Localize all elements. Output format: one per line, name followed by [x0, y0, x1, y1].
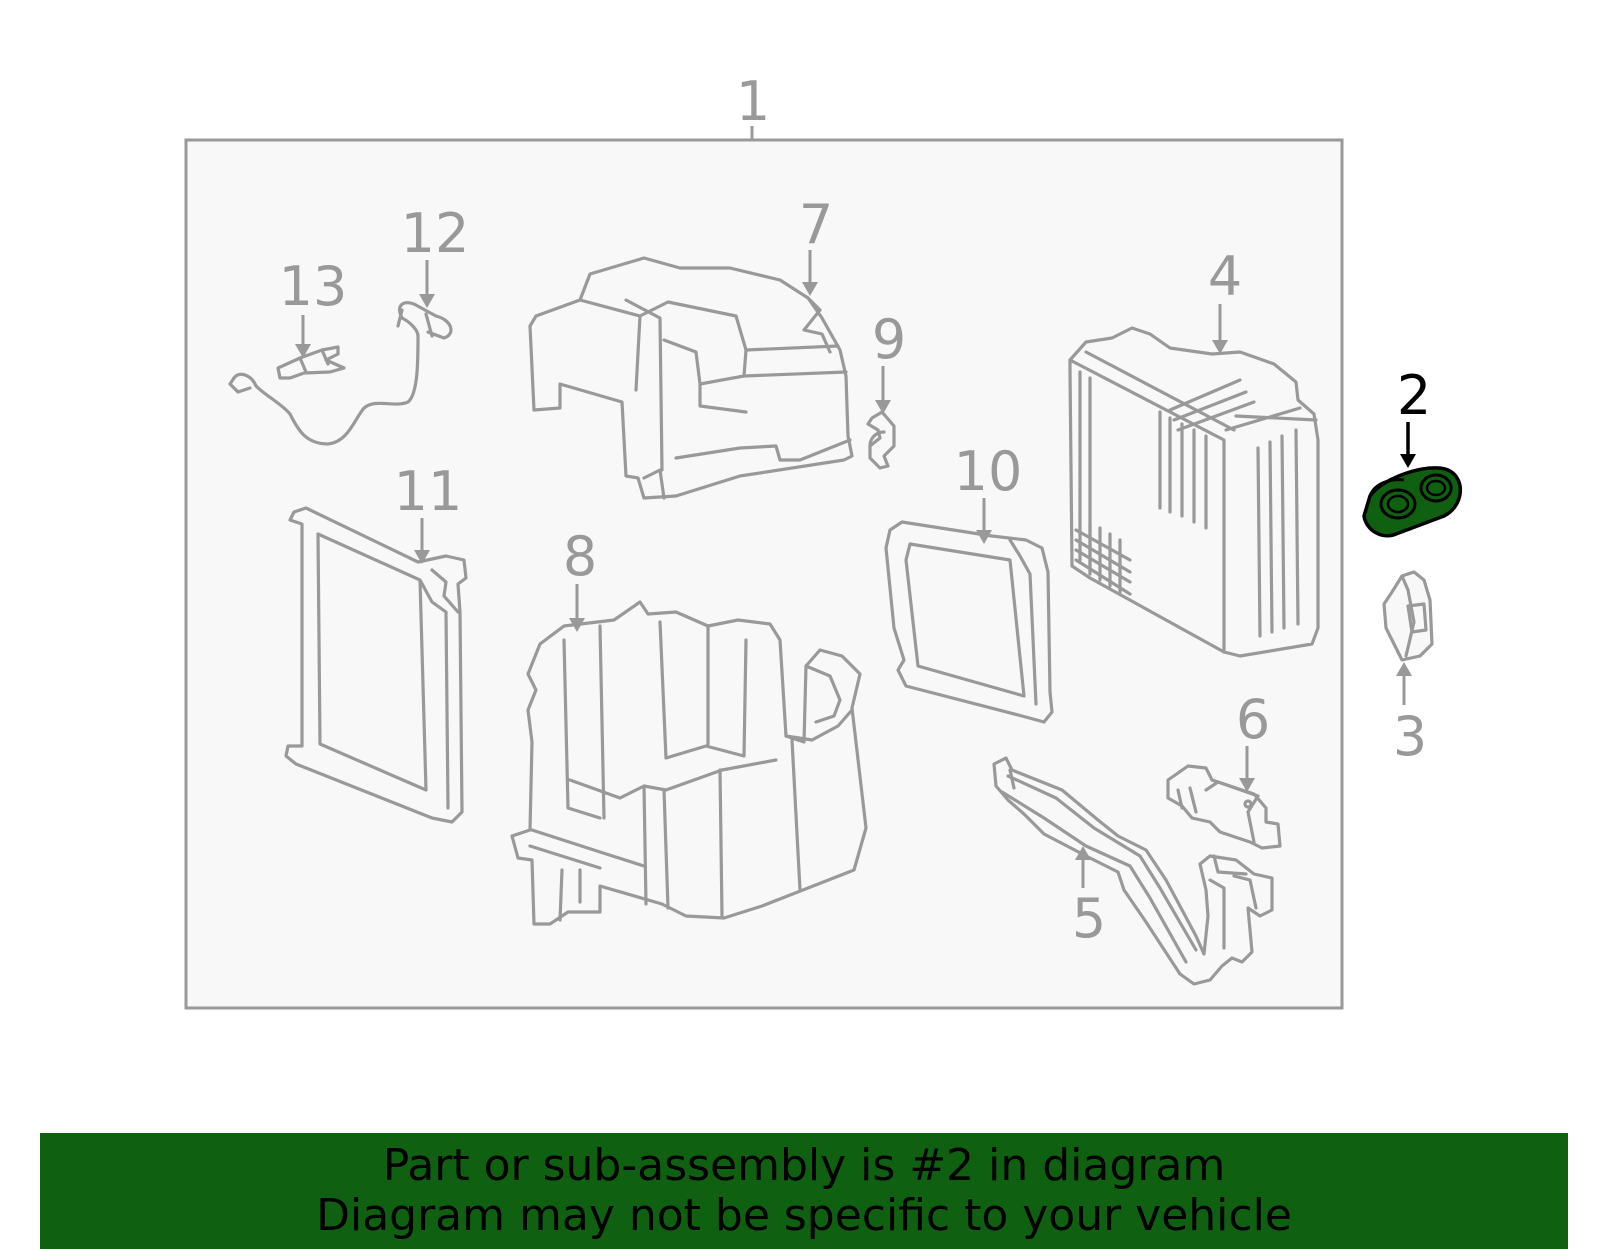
part-4-evaporator[interactable] — [1068, 326, 1320, 658]
callout-4[interactable]: 4 — [1208, 245, 1242, 354]
callout-11[interactable]: 11 — [394, 460, 463, 564]
callout-12-label: 12 — [401, 202, 470, 265]
callout-13-label: 13 — [279, 255, 348, 318]
callout-7[interactable]: 7 — [799, 193, 833, 296]
callout-8[interactable]: 8 — [563, 525, 597, 632]
callout-3-label: 3 — [1393, 705, 1427, 768]
banner-line-1: Part or sub-assembly is #2 in diagram — [382, 1140, 1226, 1191]
banner-line-2: Diagram may not be specific to your vehi… — [316, 1190, 1292, 1241]
part-2-grommet-highlighted[interactable] — [1362, 466, 1463, 538]
callout-4-label: 4 — [1208, 245, 1242, 308]
callout-2-label: 2 — [1397, 364, 1431, 427]
callout-1[interactable]: 1 — [736, 70, 770, 140]
callout-3[interactable]: 3 — [1393, 662, 1427, 768]
callout-8-label: 8 — [563, 525, 597, 588]
part-10-seal-frame[interactable] — [884, 520, 1054, 724]
callout-12[interactable]: 12 — [401, 202, 470, 308]
callout-10[interactable]: 10 — [954, 440, 1023, 544]
callout-5[interactable]: 5 — [1072, 846, 1106, 950]
callout-9-label: 9 — [872, 308, 906, 371]
callout-6-label: 6 — [1236, 688, 1270, 751]
part-3-cap[interactable] — [1382, 570, 1434, 662]
part-12-sensor[interactable] — [228, 301, 453, 446]
callout-9[interactable]: 9 — [872, 308, 906, 414]
info-banner: Part or sub-assembly is #2 in diagram Di… — [40, 1133, 1568, 1249]
callout-2[interactable]: 2 — [1397, 364, 1431, 468]
part-9-clip[interactable] — [866, 410, 896, 470]
part-8-lower-case[interactable] — [510, 600, 868, 926]
callout-11-label: 11 — [394, 460, 463, 523]
part-6-expansion-valve[interactable] — [1166, 764, 1282, 850]
callout-7-label: 7 — [799, 193, 833, 256]
part-5-tube-assembly[interactable] — [992, 756, 1274, 986]
part-11-frame[interactable] — [284, 506, 468, 824]
callout-5-label: 5 — [1072, 887, 1106, 950]
callout-10-label: 10 — [954, 440, 1023, 503]
part-7-upper-case[interactable] — [528, 256, 854, 500]
callout-1-label: 1 — [736, 70, 770, 133]
part-13-bracket[interactable] — [276, 345, 346, 380]
callout-6[interactable]: 6 — [1236, 688, 1270, 792]
callout-13[interactable]: 13 — [279, 255, 348, 358]
